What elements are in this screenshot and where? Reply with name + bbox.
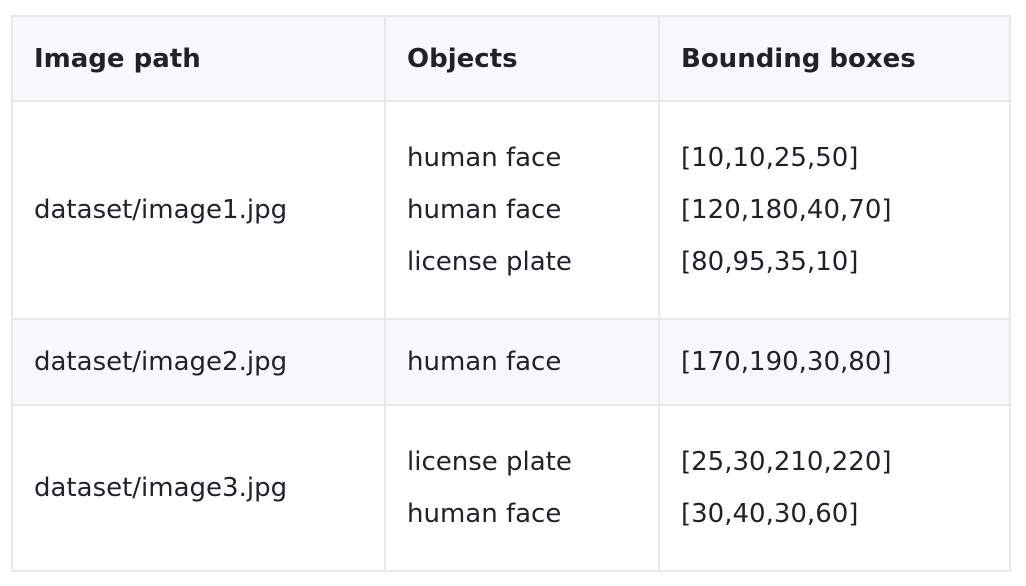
cell-bounding-boxes: [25,30,210,220] [30,40,30,60] bbox=[658, 404, 1011, 572]
bounding-box-value: [170,190,30,80] bbox=[681, 347, 892, 377]
cell-image-path: dataset/image1.jpg bbox=[11, 100, 386, 320]
table-header: Image path Objects Bounding boxes bbox=[11, 15, 1011, 102]
table-row: dataset/image3.jpg license plate human f… bbox=[11, 404, 1011, 572]
table-container: Image path Objects Bounding boxes datase… bbox=[11, 15, 1011, 572]
object-label: human face bbox=[407, 143, 562, 173]
dataset-table: Image path Objects Bounding boxes datase… bbox=[11, 15, 1011, 572]
object-label: human face bbox=[407, 347, 562, 377]
object-label: human face bbox=[407, 195, 562, 225]
bounding-box-value: [80,95,35,10] bbox=[681, 247, 859, 277]
header-image-path: Image path bbox=[11, 15, 386, 102]
object-label: human face bbox=[407, 499, 562, 529]
bounding-box-value: [10,10,25,50] bbox=[681, 143, 859, 173]
header-bounding-boxes: Bounding boxes bbox=[658, 15, 1011, 102]
header-objects: Objects bbox=[384, 15, 660, 102]
cell-objects: human face human face license plate bbox=[384, 100, 660, 320]
cell-image-path: dataset/image3.jpg bbox=[11, 404, 386, 572]
header-row: Image path Objects Bounding boxes bbox=[11, 15, 1011, 102]
cell-bounding-boxes: [170,190,30,80] bbox=[658, 318, 1011, 406]
object-label: license plate bbox=[407, 247, 572, 277]
bounding-box-value: [30,40,30,60] bbox=[681, 499, 859, 529]
table-body: dataset/image1.jpg human face human face… bbox=[11, 100, 1011, 572]
table-row: dataset/image2.jpg human face [170,190,3… bbox=[11, 318, 1011, 406]
cell-objects: human face bbox=[384, 318, 660, 406]
cell-bounding-boxes: [10,10,25,50] [120,180,40,70] [80,95,35,… bbox=[658, 100, 1011, 320]
bounding-box-value: [25,30,210,220] bbox=[681, 447, 892, 477]
bounding-box-value: [120,180,40,70] bbox=[681, 195, 892, 225]
object-label: license plate bbox=[407, 447, 572, 477]
table-row: dataset/image1.jpg human face human face… bbox=[11, 100, 1011, 320]
cell-image-path: dataset/image2.jpg bbox=[11, 318, 386, 406]
cell-objects: license plate human face bbox=[384, 404, 660, 572]
